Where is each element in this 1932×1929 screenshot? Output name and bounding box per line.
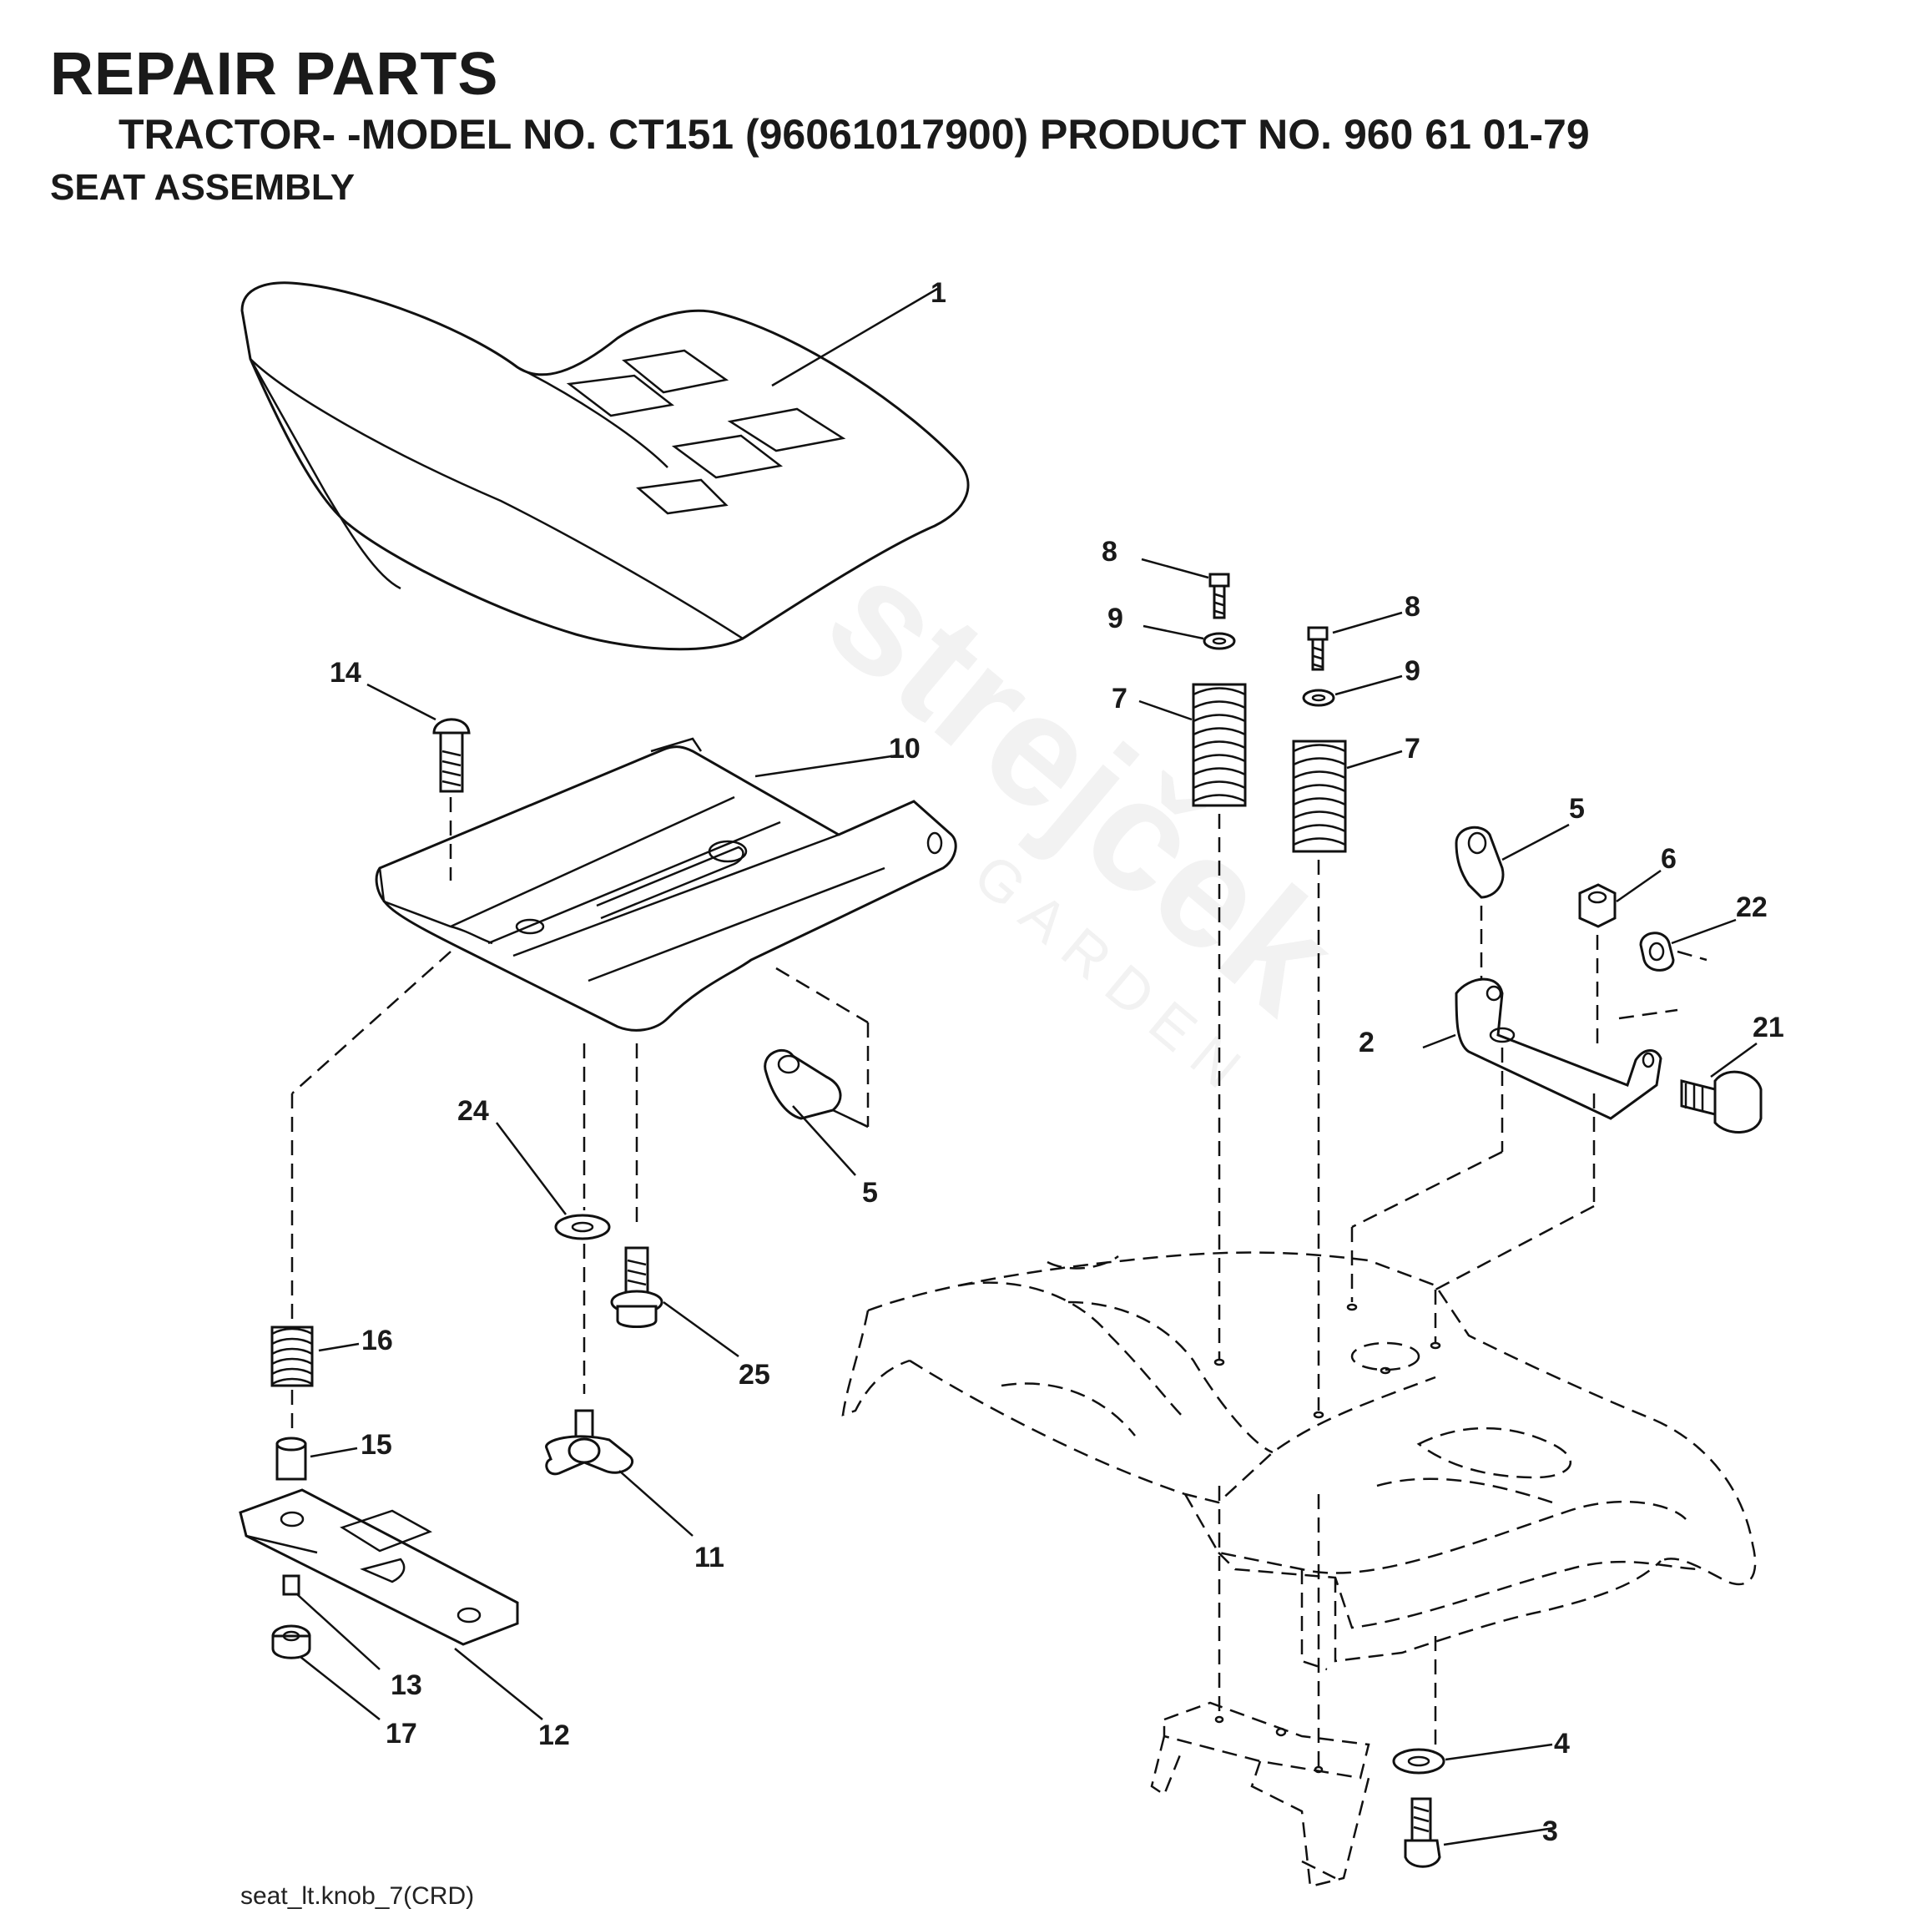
washer-part-4 (1392, 1743, 1553, 1775)
lockwasher-part-13 (282, 1574, 381, 1670)
spring-part-16 (270, 1326, 360, 1387)
callout-22: 22 (1736, 891, 1768, 923)
bracket-plate-part-12 (239, 1488, 543, 1720)
seat-pan-part (375, 737, 957, 1032)
callout-16: 16 (361, 1325, 393, 1356)
callout-labels: 1 2 3 4 5 5 6 7 7 8 8 9 9 10 11 12 13 14… (330, 277, 1784, 1847)
callout-15: 15 (361, 1429, 392, 1461)
bolt-part-21 (1680, 1042, 1763, 1134)
washer-part-9-right (1302, 674, 1403, 707)
callout-3: 3 (1542, 1815, 1558, 1847)
knob-part-11 (545, 1409, 694, 1537)
callout-5-right: 5 (1569, 793, 1585, 825)
callout-2: 2 (1359, 1027, 1375, 1058)
callout-9-left: 9 (1107, 603, 1123, 634)
washer-part-9-left (1143, 624, 1236, 650)
callout-13: 13 (391, 1669, 422, 1701)
callout-14: 14 (330, 657, 361, 689)
callout-11: 11 (694, 1542, 724, 1573)
bolt-part-8-right (1307, 611, 1403, 671)
callout-21: 21 (1753, 1012, 1784, 1043)
shoulder-bolt-part-25 (610, 1246, 739, 1358)
seat-part (240, 281, 970, 651)
bolt-part-3 (1404, 1797, 1555, 1868)
bracket-part-2 (1350, 977, 1678, 1344)
section-heading: SEAT ASSEMBLY (50, 167, 356, 208)
page-title: REPAIR PARTS (50, 41, 499, 108)
carriage-bolt-part (366, 683, 471, 881)
spacer-part-15 (275, 1437, 358, 1481)
callout-25: 25 (739, 1359, 770, 1391)
callout-12: 12 (538, 1719, 570, 1751)
callout-24: 24 (457, 1095, 489, 1127)
callout-7-left: 7 (1112, 683, 1127, 715)
washer-part-24 (496, 1122, 611, 1240)
callout-17: 17 (386, 1718, 417, 1750)
nut-part-22 (1639, 918, 1737, 972)
spring-part-7-right (1292, 740, 1403, 1411)
callout-6: 6 (1661, 843, 1677, 875)
fender-outline (841, 1251, 1757, 1671)
callout-8-right: 8 (1405, 591, 1420, 623)
callout-4: 4 (1554, 1728, 1570, 1760)
spring-part-7-left (1138, 683, 1247, 1361)
lower-bracket-outline (1150, 1486, 1437, 1888)
nut-part-6 (1578, 869, 1662, 1043)
drawing-reference: seat_lt.knob_7(CRD) (240, 1882, 475, 1910)
model-subtitle: TRACTOR- -MODEL NO. CT151 (96061017900) … (119, 111, 1590, 158)
clip-nut-part-left (764, 1048, 869, 1176)
callout-5-left: 5 (862, 1177, 878, 1209)
clip-nut-part-right (1455, 823, 1570, 993)
watermark: strejček GARDEN (796, 525, 1370, 1110)
callout-1: 1 (931, 277, 946, 309)
bolt-part-8-left (1141, 558, 1230, 619)
callout-9-right: 9 (1405, 655, 1420, 687)
callout-8-left: 8 (1102, 536, 1117, 568)
callout-10: 10 (889, 733, 921, 765)
nut-part-17 (271, 1624, 381, 1720)
callout-7-right: 7 (1405, 733, 1420, 765)
